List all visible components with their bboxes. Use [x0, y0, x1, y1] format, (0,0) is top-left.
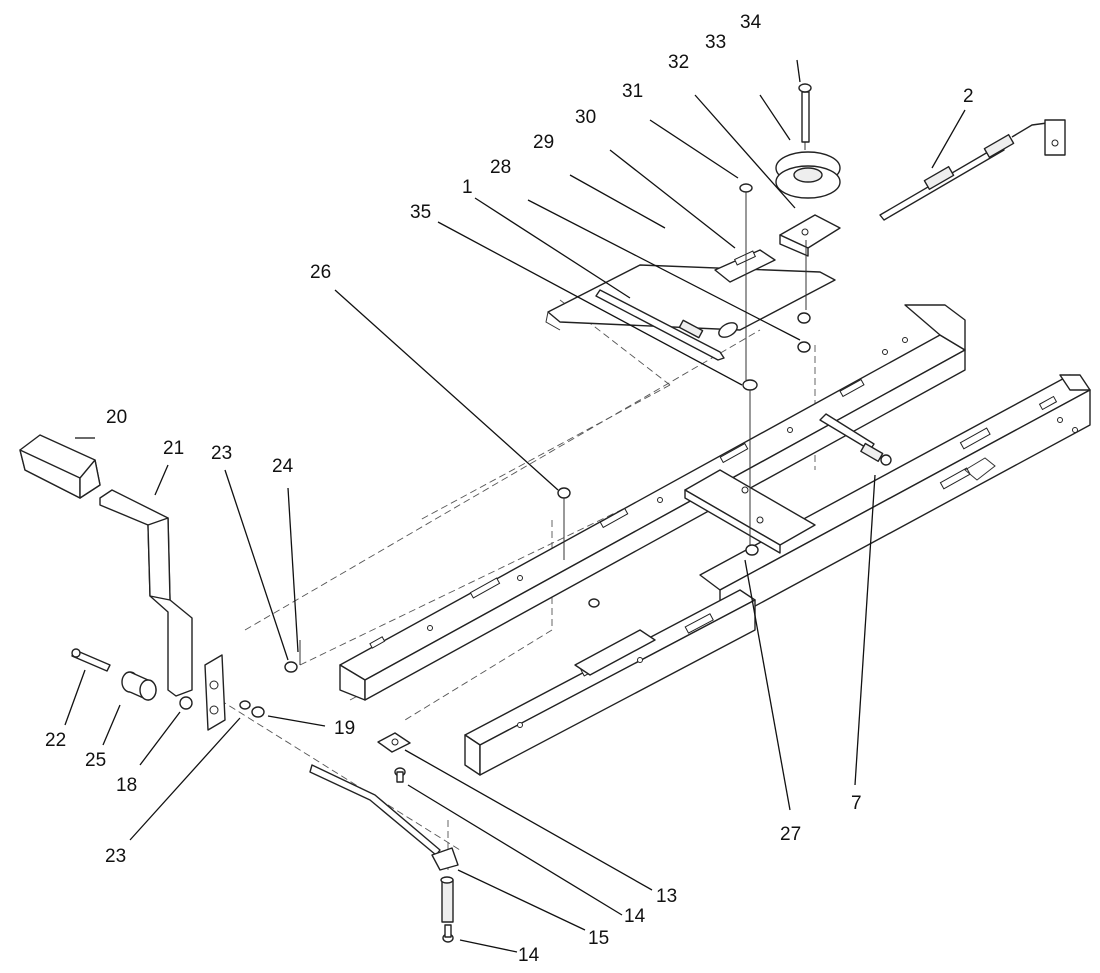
control-rod-1 — [595, 289, 738, 361]
callout-21: 21 — [163, 438, 184, 459]
callout-24: 24 — [272, 456, 294, 477]
callout-18: 18 — [116, 775, 137, 796]
callout-labels: 34 33 32 31 30 29 28 1 35 2 26 20 21 23 … — [45, 12, 974, 966]
callout-1: 1 — [462, 177, 473, 198]
callout-22: 22 — [45, 730, 66, 751]
callout-14-upper: 14 — [624, 906, 646, 927]
right-frame-rail — [699, 374, 1091, 626]
leader-lines — [64, 59, 966, 953]
spring-15 — [440, 876, 454, 923]
bolt-14-lower — [442, 924, 454, 943]
callout-13: 13 — [656, 886, 677, 907]
callout-20: 20 — [106, 407, 127, 428]
link-rod — [309, 764, 459, 871]
callout-28: 28 — [490, 157, 511, 178]
cable-2 — [879, 119, 1066, 221]
pedal-arm-21 — [99, 489, 193, 697]
callout-19: 19 — [334, 718, 355, 739]
callout-23-lower: 23 — [105, 846, 126, 867]
bushing-25 — [121, 671, 157, 701]
hardware-stack — [557, 240, 811, 608]
callout-35: 35 — [410, 202, 431, 223]
bolt-22 — [71, 648, 111, 672]
pedal-pad-20 — [19, 434, 101, 499]
callout-7: 7 — [851, 793, 862, 814]
upper-frame-rail — [339, 304, 966, 701]
callout-31: 31 — [622, 81, 643, 102]
callout-15: 15 — [588, 928, 609, 949]
callout-33: 33 — [705, 32, 726, 53]
callout-2: 2 — [963, 86, 974, 107]
callout-29: 29 — [533, 132, 554, 153]
callout-25: 25 — [85, 750, 106, 771]
pivot-bracket-18 — [179, 654, 226, 731]
upper-bracket-plate — [545, 249, 836, 331]
callout-32: 32 — [668, 52, 689, 73]
callout-30: 30 — [575, 107, 596, 128]
callout-23-upper: 23 — [211, 443, 232, 464]
washer-set — [239, 640, 301, 718]
callout-14-lower: 14 — [518, 945, 540, 966]
callout-27: 27 — [780, 824, 801, 845]
pulley-stack — [739, 83, 841, 380]
spring-7 — [819, 413, 892, 466]
callout-26: 26 — [310, 262, 331, 283]
clip-13 — [377, 732, 411, 753]
callout-34: 34 — [740, 12, 762, 33]
bolt-14-upper — [394, 767, 406, 783]
lower-frame-rail — [464, 589, 756, 776]
